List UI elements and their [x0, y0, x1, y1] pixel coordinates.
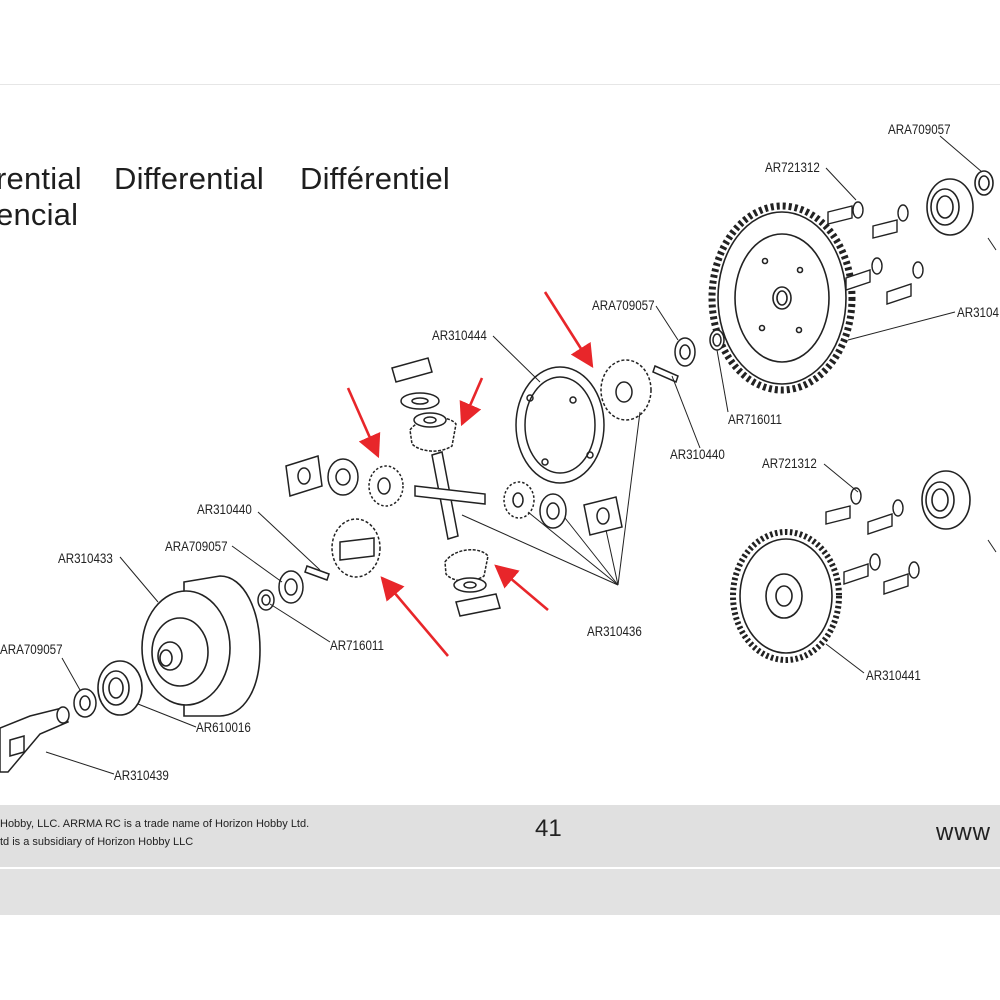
lower-gray-band	[0, 869, 1000, 915]
label-ara709057-mid: ARA709057	[592, 298, 655, 313]
label-ar716011-mid: AR716011	[728, 412, 782, 427]
page-number: 41	[535, 815, 562, 842]
title-fragment-1: rential	[0, 161, 82, 196]
label-ar310436: AR310436	[587, 624, 642, 639]
bearing-left	[97, 660, 143, 716]
label-ar310439: AR310439	[114, 768, 169, 783]
spur-gear	[708, 202, 856, 394]
washer-bottom-left	[73, 688, 97, 718]
copyright-line-1: Hobby, LLC. ARRMA RC is a trade name of …	[0, 818, 310, 830]
bearing-top	[926, 170, 994, 236]
label-ar310441: AR310441	[866, 668, 921, 683]
title-differential-en: Differential	[114, 161, 265, 196]
label-ar716011-left: AR716011	[330, 638, 384, 653]
diff-blocks	[285, 357, 623, 617]
bearing-mid-right	[921, 470, 971, 530]
washers-left	[257, 565, 330, 611]
diff-case	[141, 575, 261, 717]
label-ara709057-bottom: ARA709057	[0, 642, 63, 657]
title-differentiel-fr: Différentiel	[300, 161, 451, 196]
bevel-gear-large-right	[600, 359, 652, 421]
label-ar310444: AR310444	[432, 328, 487, 343]
screw-pins-bottom	[825, 487, 920, 595]
manual-page: rential Differential Différentiel encial	[0, 85, 1000, 805]
label-ar310440-mid: AR310440	[670, 447, 725, 462]
label-ar310440-left: AR310440	[197, 502, 252, 517]
ring-gear	[730, 529, 842, 663]
copyright-line-2: td is a subsidiary of Horizon Hobby LLC	[0, 836, 194, 848]
label-ara709057-top: ARA709057	[888, 122, 951, 137]
label-ar721312-mid: AR721312	[762, 456, 817, 471]
screw-pins-top	[827, 201, 924, 305]
label-ar3104-spur: AR3104	[957, 305, 999, 320]
top-margin	[0, 0, 1000, 85]
outdrive-cup	[0, 706, 70, 773]
label-ar310433: AR310433	[58, 551, 113, 566]
website-text: www	[936, 819, 991, 846]
label-ar721312-top: AR721312	[765, 160, 820, 175]
exploded-differential-diagram: ARA709057 AR721312 AR3104 ARA709057 AR31…	[0, 122, 999, 783]
label-ar610016: AR610016	[196, 720, 251, 735]
diff-gasket	[515, 366, 605, 484]
diff-washers	[327, 392, 567, 593]
spider-gears	[368, 417, 535, 582]
cross-pin	[414, 451, 486, 540]
diff-case-gear	[331, 518, 381, 578]
part-labels: ARA709057 AR721312 AR3104 ARA709057 AR31…	[0, 122, 999, 783]
footer-divider	[0, 867, 1000, 869]
leader-lines	[45, 135, 997, 775]
washer-shims-right	[652, 329, 725, 384]
page-footer: Hobby, LLC. ARRMA RC is a trade name of …	[0, 805, 1000, 867]
label-ara709057-left: ARA709057	[165, 539, 228, 554]
title-fragment-2: encial	[0, 197, 79, 232]
red-arrows	[346, 291, 594, 657]
